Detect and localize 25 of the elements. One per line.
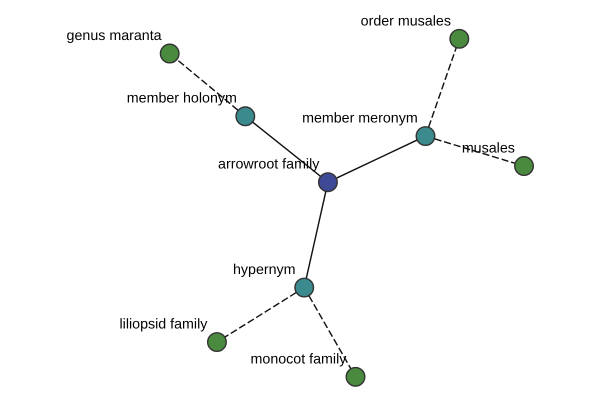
- node-circle: [345, 366, 365, 387]
- node-circle: [514, 156, 534, 176]
- node-label: musales: [461, 140, 514, 156]
- connector: [252, 122, 320, 177]
- node-label: member meronym: [302, 110, 418, 127]
- node-label: monocot family: [250, 351, 346, 368]
- connector: [224, 292, 296, 338]
- node-label: genus maranta: [66, 28, 162, 44]
- node-circle: [294, 278, 314, 298]
- node-label: member holonym: [126, 90, 236, 107]
- node-circle: [415, 126, 435, 146]
- node-circle: [234, 106, 255, 126]
- connector: [434, 138, 514, 164]
- connector: [176, 59, 238, 111]
- node-label: order musales: [360, 13, 450, 30]
- node-circle: [206, 332, 226, 352]
- connector: [305, 191, 326, 278]
- connector: [308, 295, 351, 369]
- node-label: liliopsid family: [119, 316, 207, 333]
- connector: [336, 140, 417, 179]
- node-circle: [159, 44, 180, 64]
- node-circle: [317, 172, 338, 192]
- node-circle: [448, 28, 469, 49]
- node-label: hypernym: [232, 262, 296, 278]
- connector: [427, 48, 456, 128]
